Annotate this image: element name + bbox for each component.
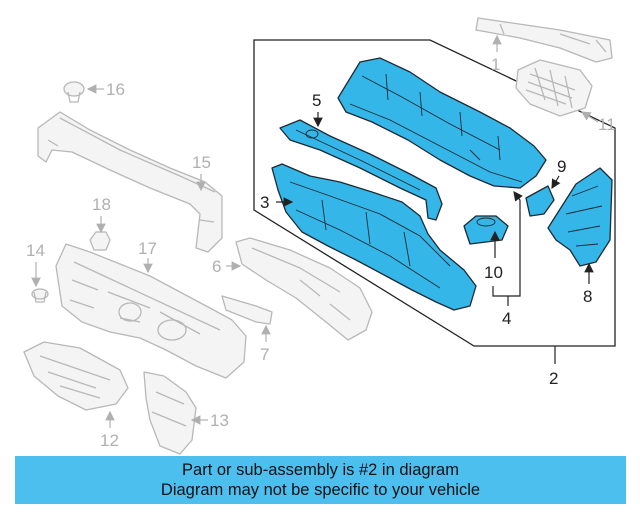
callout-14: 14 (26, 241, 45, 260)
callout-6: 6 (212, 257, 221, 276)
cowl-top-panel (337, 57, 547, 189)
mount-block (463, 215, 509, 245)
callout-1: 1 (491, 55, 500, 74)
cowl-bar (279, 119, 443, 221)
callout-17: 17 (138, 239, 157, 258)
callout-12: 12 (100, 431, 119, 450)
part-6-bracket (235, 237, 373, 341)
callout-18: 18 (92, 195, 111, 214)
part-7-bracket (221, 295, 273, 325)
part-1-rail (475, 17, 613, 63)
part-17-insulator (55, 243, 247, 379)
callout-16: 16 (106, 80, 125, 99)
callout-11: 11 (598, 115, 616, 134)
dash-insulator (271, 163, 477, 311)
part-18-clip (89, 231, 111, 251)
callout-4: 4 (502, 309, 511, 328)
part-15-crossmember (37, 111, 223, 253)
part-16-clip (63, 81, 85, 103)
callout-13: 13 (210, 411, 229, 430)
part-11-grille (515, 59, 593, 117)
callout-7: 7 (260, 345, 269, 364)
callout-9: 9 (557, 157, 566, 176)
callout-3: 3 (260, 193, 269, 212)
small-bracket (525, 185, 555, 217)
callout-8: 8 (583, 287, 592, 306)
callout-10: 10 (484, 263, 503, 282)
callout-15: 15 (192, 153, 211, 172)
assembly-frame (253, 39, 616, 347)
banner-line-2: Diagram may not be specific to your vehi… (160, 481, 481, 499)
side-reinforcement (547, 167, 613, 267)
callout-5: 5 (312, 91, 321, 110)
callout-2: 2 (549, 369, 558, 388)
part-13-bracket (143, 371, 197, 455)
info-banner: Part or sub-assembly is #2 in diagram Di… (15, 456, 626, 504)
part-12-lower-insulator (23, 341, 129, 411)
banner-line-1: Part or sub-assembly is #2 in diagram (182, 461, 459, 479)
part-14-pin (31, 288, 49, 303)
